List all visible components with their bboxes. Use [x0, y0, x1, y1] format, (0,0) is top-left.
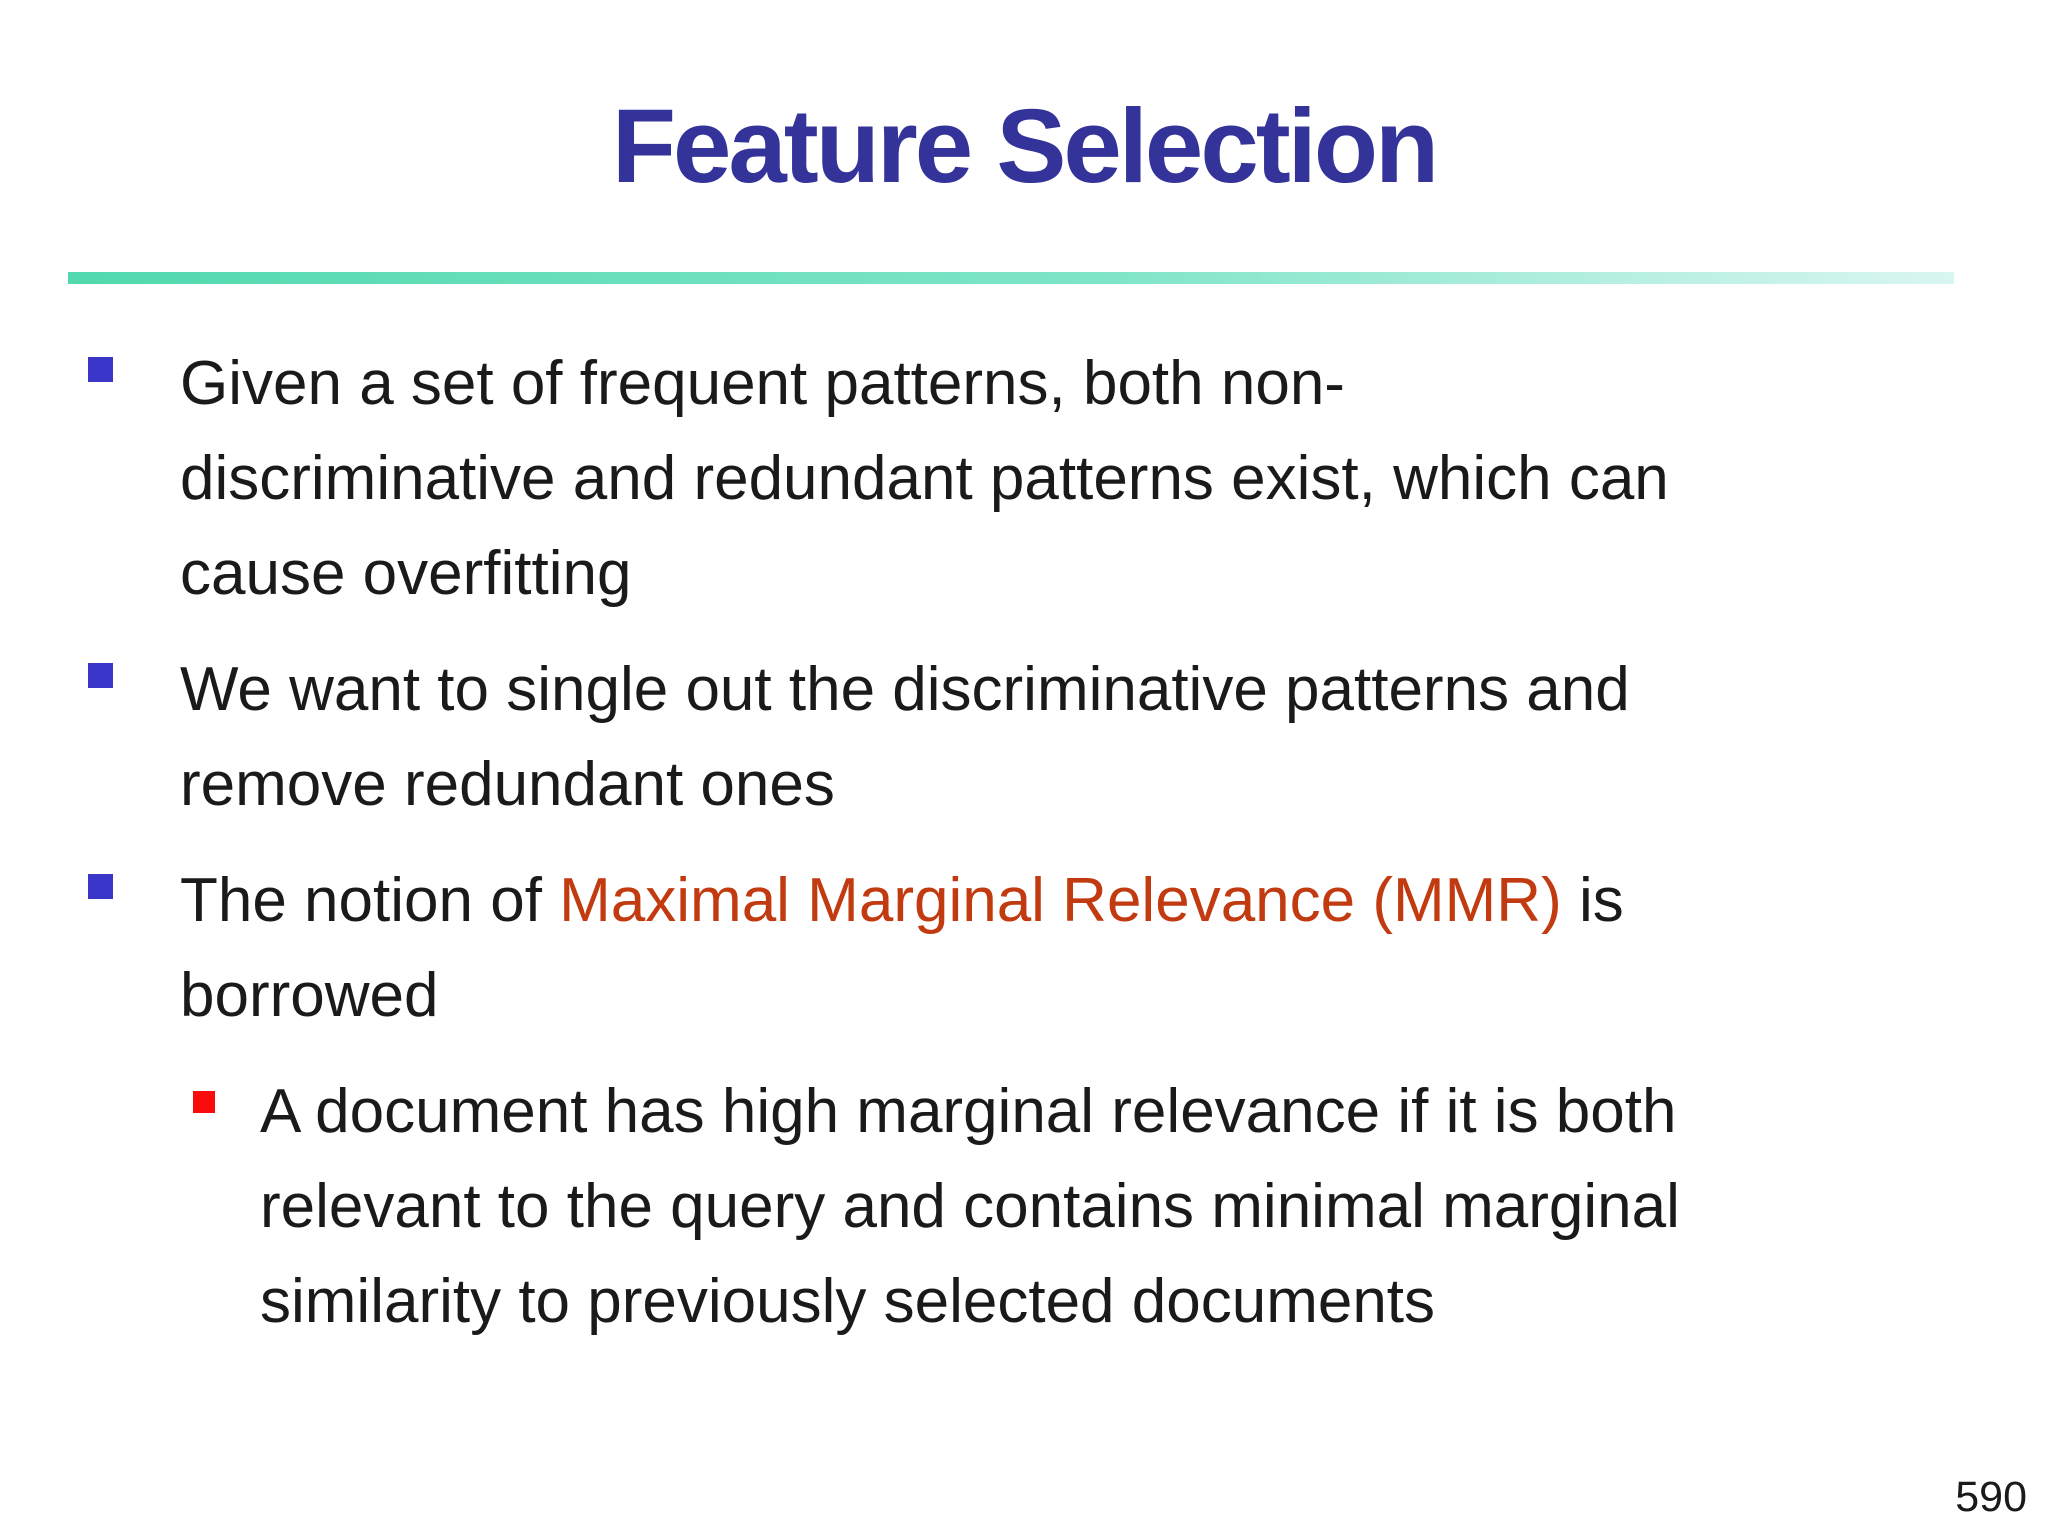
bullet-line-suffix: is	[1561, 866, 1624, 935]
bullet-line: A document has high marginal relevance i…	[260, 1077, 1677, 1146]
bullet-item-text: The notion of Maximal Marginal Relevance…	[180, 853, 1624, 1043]
bullet-line: cause overfitting	[180, 539, 632, 608]
blue-square-bullet-icon	[88, 874, 113, 899]
bullet-line: relevant to the query and contains minim…	[260, 1172, 1680, 1241]
sub-bullet-item-text: A document has high marginal relevance i…	[260, 1064, 1680, 1349]
bullet-line: borrowed	[180, 961, 439, 1030]
sub-bullet-item: A document has high marginal relevance i…	[0, 1064, 2048, 1349]
bullet-line: Given a set of frequent patterns, both n…	[180, 349, 1345, 418]
title-underline-rule	[68, 272, 1954, 284]
bullet-item-text: Given a set of frequent patterns, both n…	[180, 336, 1669, 621]
bullet-item-2: We want to single out the discriminative…	[0, 642, 2048, 832]
bullet-line: similarity to previously selected docume…	[260, 1267, 1436, 1336]
bullet-line: The notion of Maximal Marginal Relevance…	[180, 853, 1624, 948]
page-number: 590	[1955, 1473, 2027, 1521]
red-square-bullet-icon	[193, 1091, 215, 1113]
bullet-line: discriminative and redundant patterns ex…	[180, 444, 1669, 513]
page-title: Feature Selection	[611, 88, 1439, 205]
bullet-line: remove redundant ones	[180, 750, 835, 819]
bullet-line-prefix: The notion of	[180, 866, 560, 935]
blue-square-bullet-icon	[88, 357, 113, 382]
bullet-item-text: We want to single out the discriminative…	[180, 642, 1630, 832]
bullet-line: We want to single out the discriminative…	[180, 655, 1630, 724]
mmr-highlight-text: Maximal Marginal Relevance (MMR)	[559, 866, 1562, 935]
bullet-item-3: The notion of Maximal Marginal Relevance…	[0, 853, 2048, 1043]
bullet-list: Given a set of frequent patterns, both n…	[0, 336, 2048, 1370]
blue-square-bullet-icon	[88, 663, 113, 688]
bullet-item-1: Given a set of frequent patterns, both n…	[0, 336, 2048, 621]
